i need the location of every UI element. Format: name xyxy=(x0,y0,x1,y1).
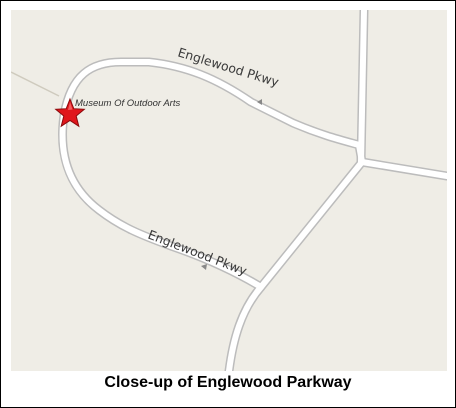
oneway-arrow-icon xyxy=(257,99,262,105)
map-canvas: Englewood Pkwy Englewood Pkwy Museum Of … xyxy=(11,10,447,371)
englewood-pkwy-north-road xyxy=(61,59,365,165)
road-fills xyxy=(59,10,447,371)
red-star-icon[interactable] xyxy=(54,97,86,128)
figure-caption: Close-up of Englewood Parkway xyxy=(104,374,352,391)
south-road xyxy=(226,159,365,371)
poi-label: Museum Of Outdoor Arts xyxy=(75,98,180,109)
englewood-pkwy-south-road xyxy=(59,112,264,290)
map-viewport[interactable]: Englewood Pkwy Englewood Pkwy Museum Of … xyxy=(11,10,447,371)
east-road xyxy=(359,159,447,179)
footpath-line xyxy=(11,71,60,97)
north-road xyxy=(358,10,367,165)
oneway-arrow-icon xyxy=(201,264,207,270)
